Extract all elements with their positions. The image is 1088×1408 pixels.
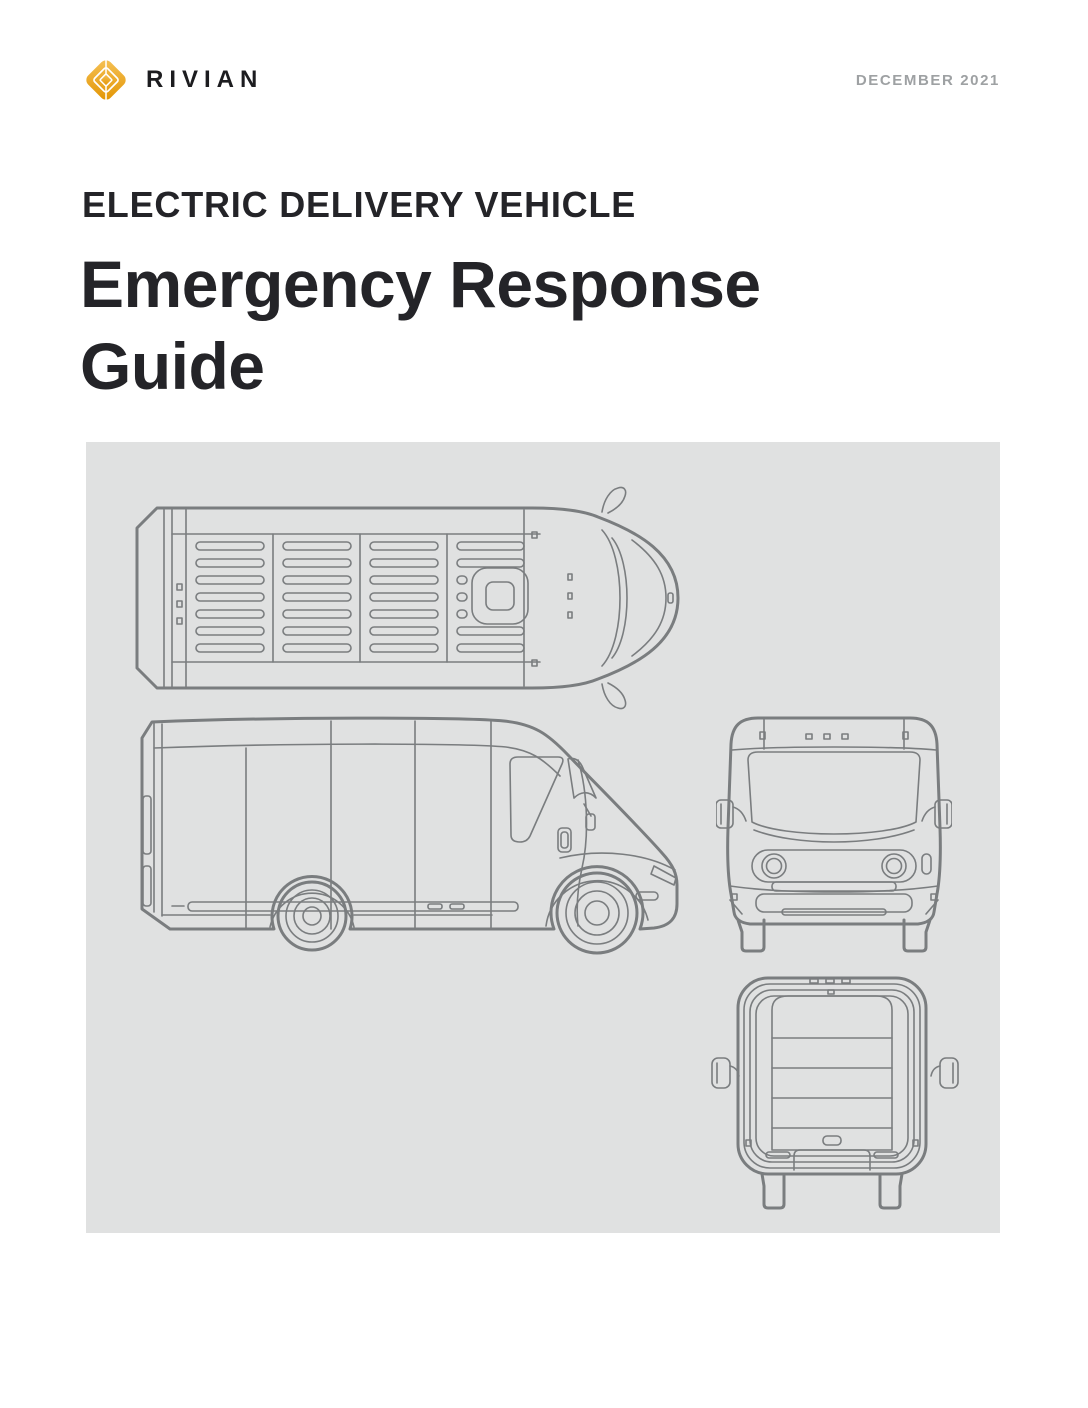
document-kicker: ELECTRIC DELIVERY VEHICLE (82, 184, 637, 225)
brand-wordmark: RIVIAN (146, 66, 264, 93)
publication-date: DECEMBER 2021 (855, 71, 1000, 89)
header: RIVIAN DECEMBER 2021 (82, 56, 1000, 104)
rivian-compass-icon (82, 56, 130, 104)
rivian-logo: RIVIAN (82, 56, 263, 104)
edv-side-view-drawing (132, 708, 680, 956)
document-title: Emergency Response Guide (80, 244, 761, 408)
edv-top-view-drawing (132, 482, 688, 714)
edv-front-view-drawing (716, 708, 952, 958)
vehicle-views-panel (86, 442, 1000, 1233)
title-line-2: Guide (80, 328, 265, 403)
edv-rear-view-drawing (710, 964, 960, 1216)
title-line-1: Emergency Response (80, 247, 761, 321)
